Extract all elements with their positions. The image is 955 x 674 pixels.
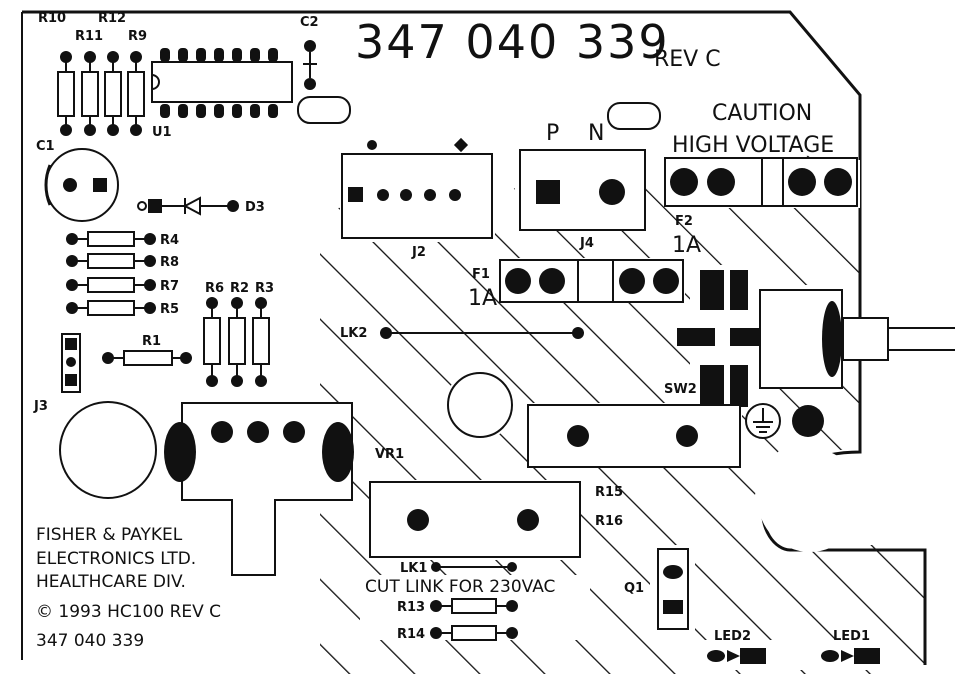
maker-line-1: FISHER & PAYKEL (36, 525, 183, 545)
connector-j2 (341, 137, 493, 239)
earth-ground-icon (745, 403, 781, 439)
label-r10: R10 (38, 11, 66, 26)
maker-line-2: ELECTRONICS LTD. (36, 549, 196, 569)
terminal-block-low (369, 481, 581, 558)
label-r9: R9 (128, 29, 147, 44)
label-r5: R5 (160, 302, 179, 317)
label-r6: R6 (205, 281, 224, 296)
label-lk1: LK1 (400, 561, 427, 576)
hv-terminal-block (664, 157, 858, 207)
capacitor-c1 (44, 148, 119, 222)
label-d3: D3 (245, 200, 265, 215)
label-f2: F2 (675, 214, 693, 229)
switch-sw2 (677, 270, 955, 407)
label-r3: R3 (255, 281, 274, 296)
capacitor-c2 (303, 40, 317, 90)
connector-tee (164, 402, 354, 576)
part-number-title: 347 040 339 (355, 15, 670, 69)
resistor-stack-left (66, 231, 156, 316)
label-c1: C1 (36, 139, 55, 154)
resistor-bank-pads (60, 51, 142, 136)
label-j3: J3 (33, 399, 48, 414)
label-r16: R16 (595, 514, 623, 529)
resistor-bank-top (57, 55, 145, 130)
ic-u1 (151, 48, 293, 118)
maker-line-3: HEALTHCARE DIV. (36, 572, 186, 592)
terminal-block-mid (527, 404, 741, 468)
connector-j3 (61, 333, 81, 393)
label-u1: U1 (152, 125, 172, 140)
diode-d3 (137, 196, 239, 216)
potentiometer-vr1 (447, 372, 513, 438)
maker-line-4: © 1993 HC100 REV C (36, 602, 221, 622)
label-r12: R12 (98, 11, 126, 26)
resistor-r1 (102, 350, 192, 366)
label-f1: F1 (472, 267, 490, 282)
cut-link-note: CUT LINK FOR 230VAC (365, 577, 555, 597)
label-f1-rating: 1A (468, 286, 497, 311)
label-r13: R13 (397, 600, 425, 615)
resistor-stack-mid (203, 297, 270, 387)
label-r15: R15 (595, 485, 623, 500)
connector-pn (519, 149, 646, 231)
label-lk2: LK2 (340, 326, 367, 341)
revision-label: REV C (654, 47, 721, 72)
label-j2: J2 (411, 245, 426, 260)
label-r8: R8 (160, 255, 179, 270)
link-lk2 (380, 327, 584, 339)
label-r2: R2 (230, 281, 249, 296)
label-r14: R14 (397, 627, 425, 642)
label-r11: R11 (75, 29, 103, 44)
fuse-block (499, 259, 684, 303)
label-line-p: P (546, 121, 559, 146)
slot-oval-left (297, 96, 351, 124)
label-r7: R7 (160, 279, 179, 294)
label-vr1: VR1 (375, 447, 404, 462)
maker-line-5: 347 040 339 (36, 631, 144, 651)
earth-pad (792, 405, 824, 437)
label-sw2: SW2 (664, 382, 697, 397)
slot-oval-right (607, 102, 661, 130)
link-lk1 (431, 562, 517, 572)
resistors-r13-r14 (430, 598, 518, 641)
label-line-n: N (588, 121, 604, 146)
label-j4: J4 (579, 236, 594, 251)
led1 (821, 648, 880, 664)
label-q1: Q1 (624, 581, 644, 596)
label-r1: R1 (142, 334, 161, 349)
label-c2: C2 (300, 15, 319, 30)
led2 (707, 648, 766, 664)
label-r4: R4 (160, 233, 179, 248)
label-f2-rating: 1A (672, 233, 701, 258)
caution-line2: HIGH VOLTAGE (672, 133, 834, 158)
caution-line1: CAUTION (712, 101, 812, 126)
label-led1: LED1 (833, 629, 870, 644)
mounting-hole-left (59, 401, 157, 499)
transistor-q1 (657, 548, 689, 630)
label-led2: LED2 (714, 629, 751, 644)
